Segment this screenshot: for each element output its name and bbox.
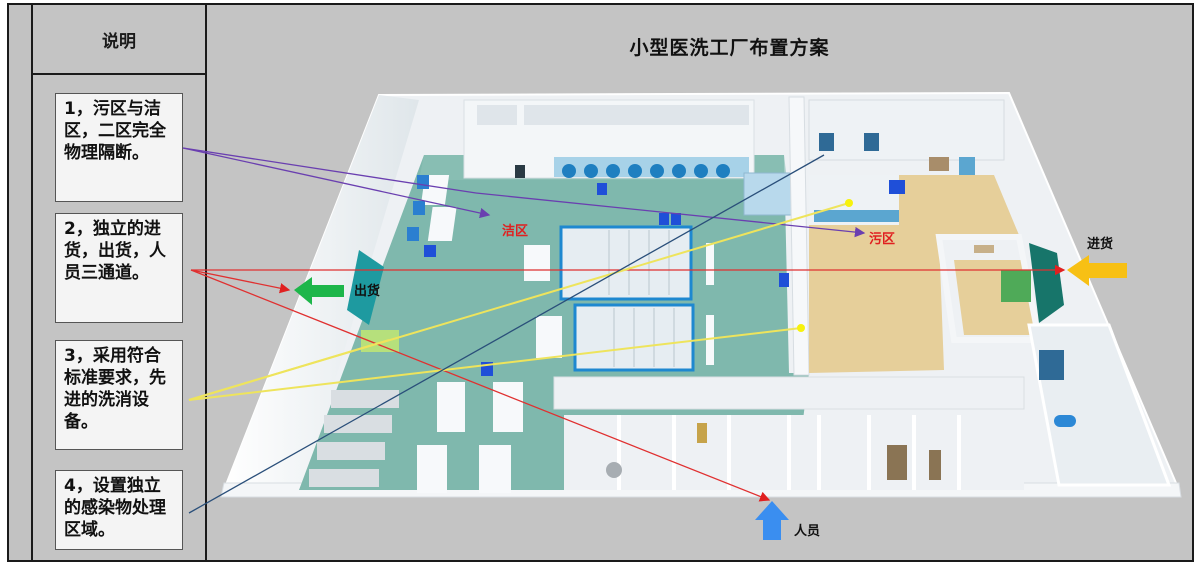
staff-arrow [755, 501, 789, 540]
floor-plan-illustration [182, 91, 1182, 540]
washer-wall [463, 99, 755, 179]
legend-column: 说明 1，污区与洁区，二区完全物理隔断。 2，独立的进货，出货，人员三通道。 3… [33, 5, 207, 560]
support-rooms [553, 323, 1172, 490]
clean-zone-label: 洁区 [502, 224, 529, 239]
outbound-arrow [294, 277, 344, 305]
outbound-label: 出货 [354, 284, 381, 299]
staff-label: 人员 [794, 524, 821, 539]
legend-header: 说明 [33, 5, 205, 75]
inbound-label: 进货 [1087, 237, 1114, 252]
dirty-zone-floor [808, 99, 1064, 373]
plan-area: 小型医洗工厂布置方案 [207, 5, 1192, 560]
callout-lines [182, 147, 1066, 514]
inbound-arrow [1067, 255, 1127, 286]
left-margin-strip [9, 5, 33, 560]
note-2-three-channels: 2，独立的进货，出货，人员三通道。 [55, 213, 183, 323]
note-3-washing-equipment: 3，采用符合标准要求，先进的洗消设备。 [55, 340, 183, 450]
diagram-frame: 说明 1，污区与洁区，二区完全物理隔断。 2，独立的进货，出货，人员三通道。 3… [7, 3, 1194, 562]
note-4-infectious-area: 4，设置独立的感染物处理区域。 [55, 470, 183, 550]
note-1-physical-separation: 1，污区与洁区，二区完全物理隔断。 [55, 93, 183, 202]
dirty-zone-label: 污区 [869, 232, 896, 247]
page-title: 小型医洗工厂布置方案 [629, 37, 830, 59]
